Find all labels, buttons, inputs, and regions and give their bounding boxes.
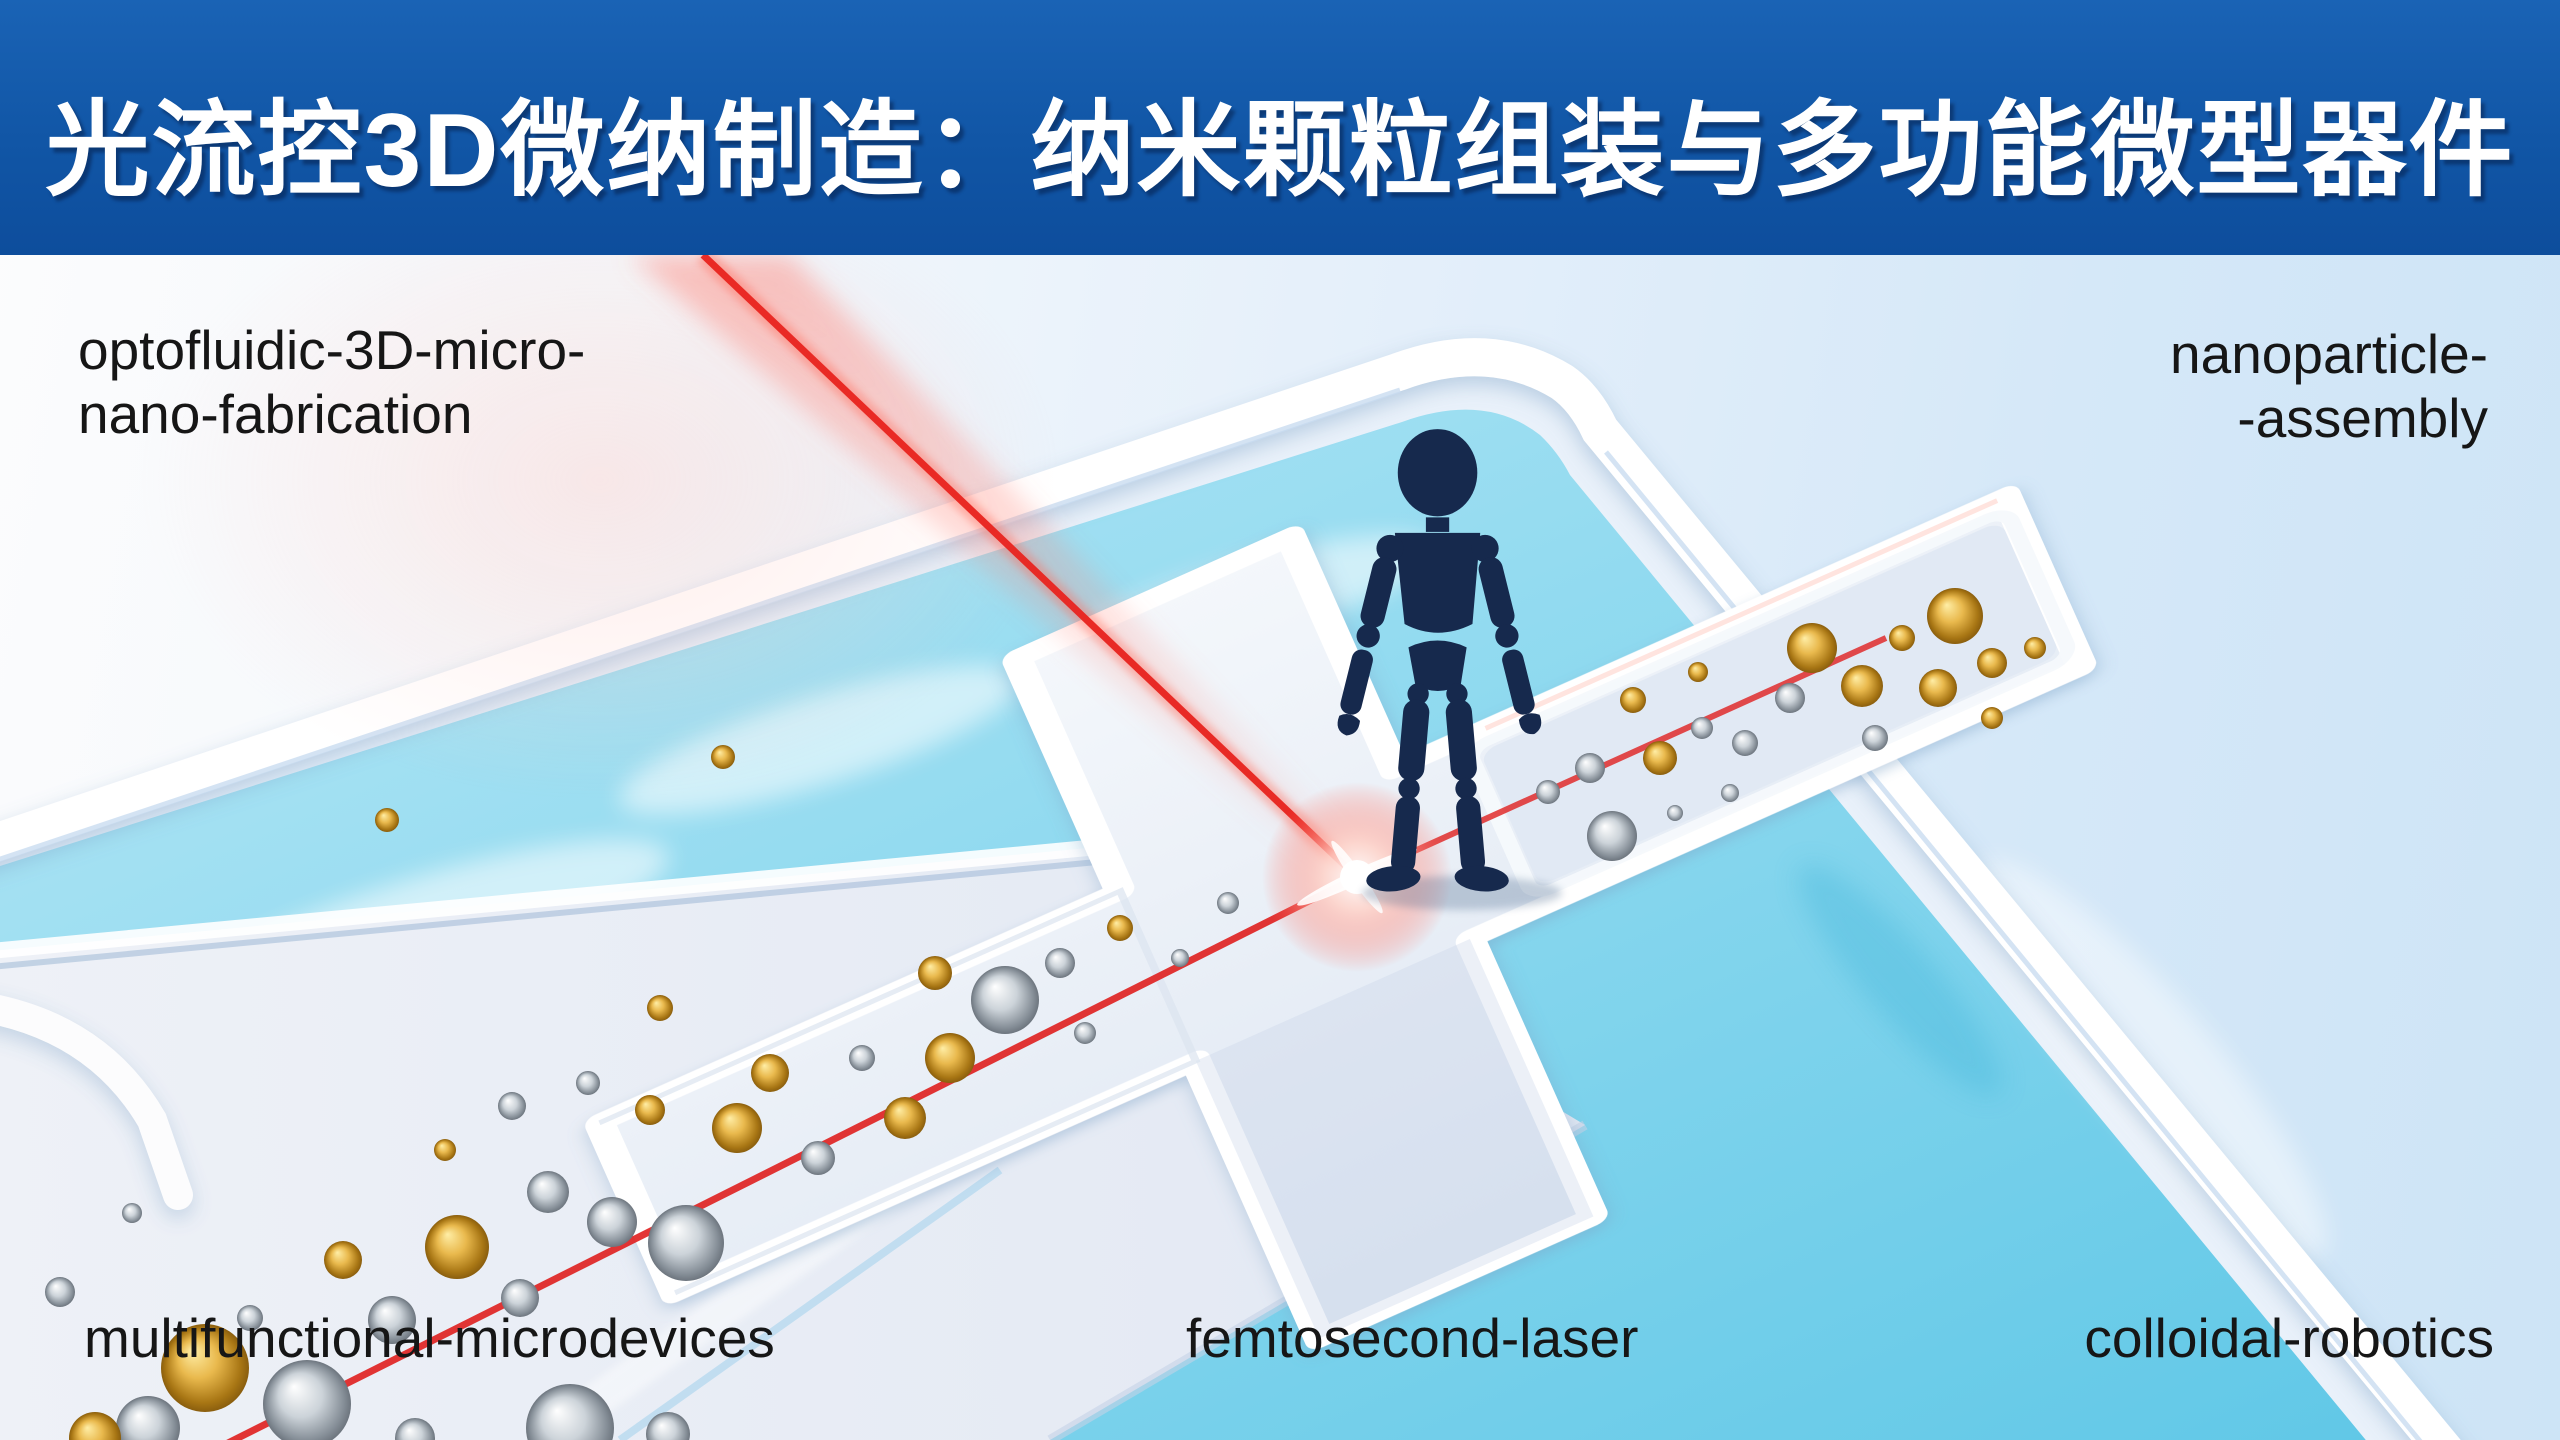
silver-nanoparticle (45, 1277, 75, 1307)
gold-nanoparticle (1643, 741, 1677, 775)
silver-nanoparticle (971, 966, 1039, 1034)
gold-nanoparticle (635, 1095, 665, 1125)
title-banner: 光流控3D微纳制造：纳米颗粒组装与多功能微型器件 (0, 0, 2560, 255)
gold-nanoparticle (1977, 648, 2007, 678)
gold-nanoparticle (1927, 588, 1983, 644)
silver-nanoparticle (646, 1412, 690, 1440)
gold-nanoparticle (712, 1103, 762, 1153)
silver-nanoparticle (1721, 784, 1739, 802)
page-title: 光流控3D微纳制造：纳米颗粒组装与多功能微型器件 (45, 93, 2515, 209)
label-optofluidic: optofluidic-3D-micro- nano-fabrication (78, 318, 585, 446)
gold-nanoparticle (425, 1215, 489, 1279)
gold-nanoparticle (751, 1054, 789, 1092)
silver-nanoparticle (501, 1279, 539, 1317)
gold-nanoparticle (2024, 637, 2046, 659)
silver-nanoparticle (1775, 683, 1805, 713)
nanoparticles-right-channel (1536, 588, 2046, 861)
silver-nanoparticle (395, 1418, 435, 1440)
silver-nanoparticle (1732, 730, 1758, 756)
silver-nanoparticle (1217, 892, 1239, 914)
gold-nanoparticle (161, 1324, 249, 1412)
gold-nanoparticle (324, 1241, 362, 1279)
robot-head (1397, 429, 1478, 517)
silver-nanoparticle (576, 1071, 600, 1095)
silver-nanoparticle (237, 1305, 263, 1331)
silver-nanoparticle (116, 1396, 180, 1440)
silver-nanoparticle (1691, 717, 1713, 739)
silver-nanoparticle (1171, 949, 1189, 967)
silver-nanoparticle (801, 1141, 835, 1175)
silver-nanoparticle (498, 1092, 526, 1120)
label-nanoparticle-line1: nanoparticle- (2170, 323, 2488, 385)
silver-nanoparticle (1045, 948, 1075, 978)
silver-nanoparticle (527, 1171, 569, 1213)
silver-nanoparticle (1074, 1022, 1096, 1044)
silver-nanoparticle (1587, 811, 1637, 861)
chip-outer-wall (0, 338, 2461, 1440)
gold-nanoparticle (925, 1033, 975, 1083)
robot-figure (1337, 429, 1562, 910)
label-optofluidic-line1: optofluidic-3D-micro- (78, 319, 586, 381)
silver-nanoparticle (1862, 725, 1888, 751)
laser-guide-line-right (1355, 635, 1888, 880)
silver-nanoparticle (1667, 805, 1683, 821)
laser-focus-flash (1262, 782, 1452, 972)
label-nanoparticle-line2: -assembly (2237, 387, 2488, 449)
gold-nanoparticle (711, 745, 735, 769)
gold-nanoparticle (1981, 707, 2003, 729)
gold-nanoparticle (375, 808, 399, 832)
silver-nanoparticle (1575, 753, 1605, 783)
silver-nanoparticle (1536, 780, 1560, 804)
gold-nanoparticle (1688, 662, 1708, 682)
label-femtosecond-laser: femtosecond-laser (1186, 1307, 1639, 1369)
label-multifunctional-microdevices: multifunctional-microdevices (84, 1307, 775, 1369)
silver-nanoparticle (648, 1205, 724, 1281)
laser-guide-line-left (226, 873, 1359, 1440)
label-optofluidic-line2: nano-fabrication (78, 383, 473, 445)
label-nanoparticle-assembly: nanoparticle- -assembly (2170, 322, 2488, 450)
right-channel-floor (1483, 525, 2057, 882)
silver-nanoparticle (587, 1197, 637, 1247)
gold-nanoparticle (918, 956, 952, 990)
silver-nanoparticle (368, 1296, 416, 1344)
silver-nanoparticle (849, 1045, 875, 1071)
gold-nanoparticle (69, 1412, 121, 1440)
gold-nanoparticle (1841, 665, 1883, 707)
gold-nanoparticle (1889, 625, 1915, 651)
gold-nanoparticle (1620, 687, 1646, 713)
silver-nanoparticle (526, 1384, 614, 1440)
scene-illustration (0, 255, 2461, 1440)
gold-nanoparticle (1787, 623, 1837, 673)
label-colloidal-robotics: colloidal-robotics (2084, 1307, 2494, 1369)
nanoparticles-left-stream (45, 745, 1239, 1440)
silver-nanoparticle (263, 1360, 351, 1440)
gold-nanoparticle (1919, 669, 1957, 707)
gold-nanoparticle (1107, 915, 1133, 941)
silver-nanoparticle (122, 1203, 142, 1223)
gold-nanoparticle (647, 995, 673, 1021)
gold-nanoparticle (884, 1097, 926, 1139)
gold-nanoparticle (434, 1139, 456, 1161)
